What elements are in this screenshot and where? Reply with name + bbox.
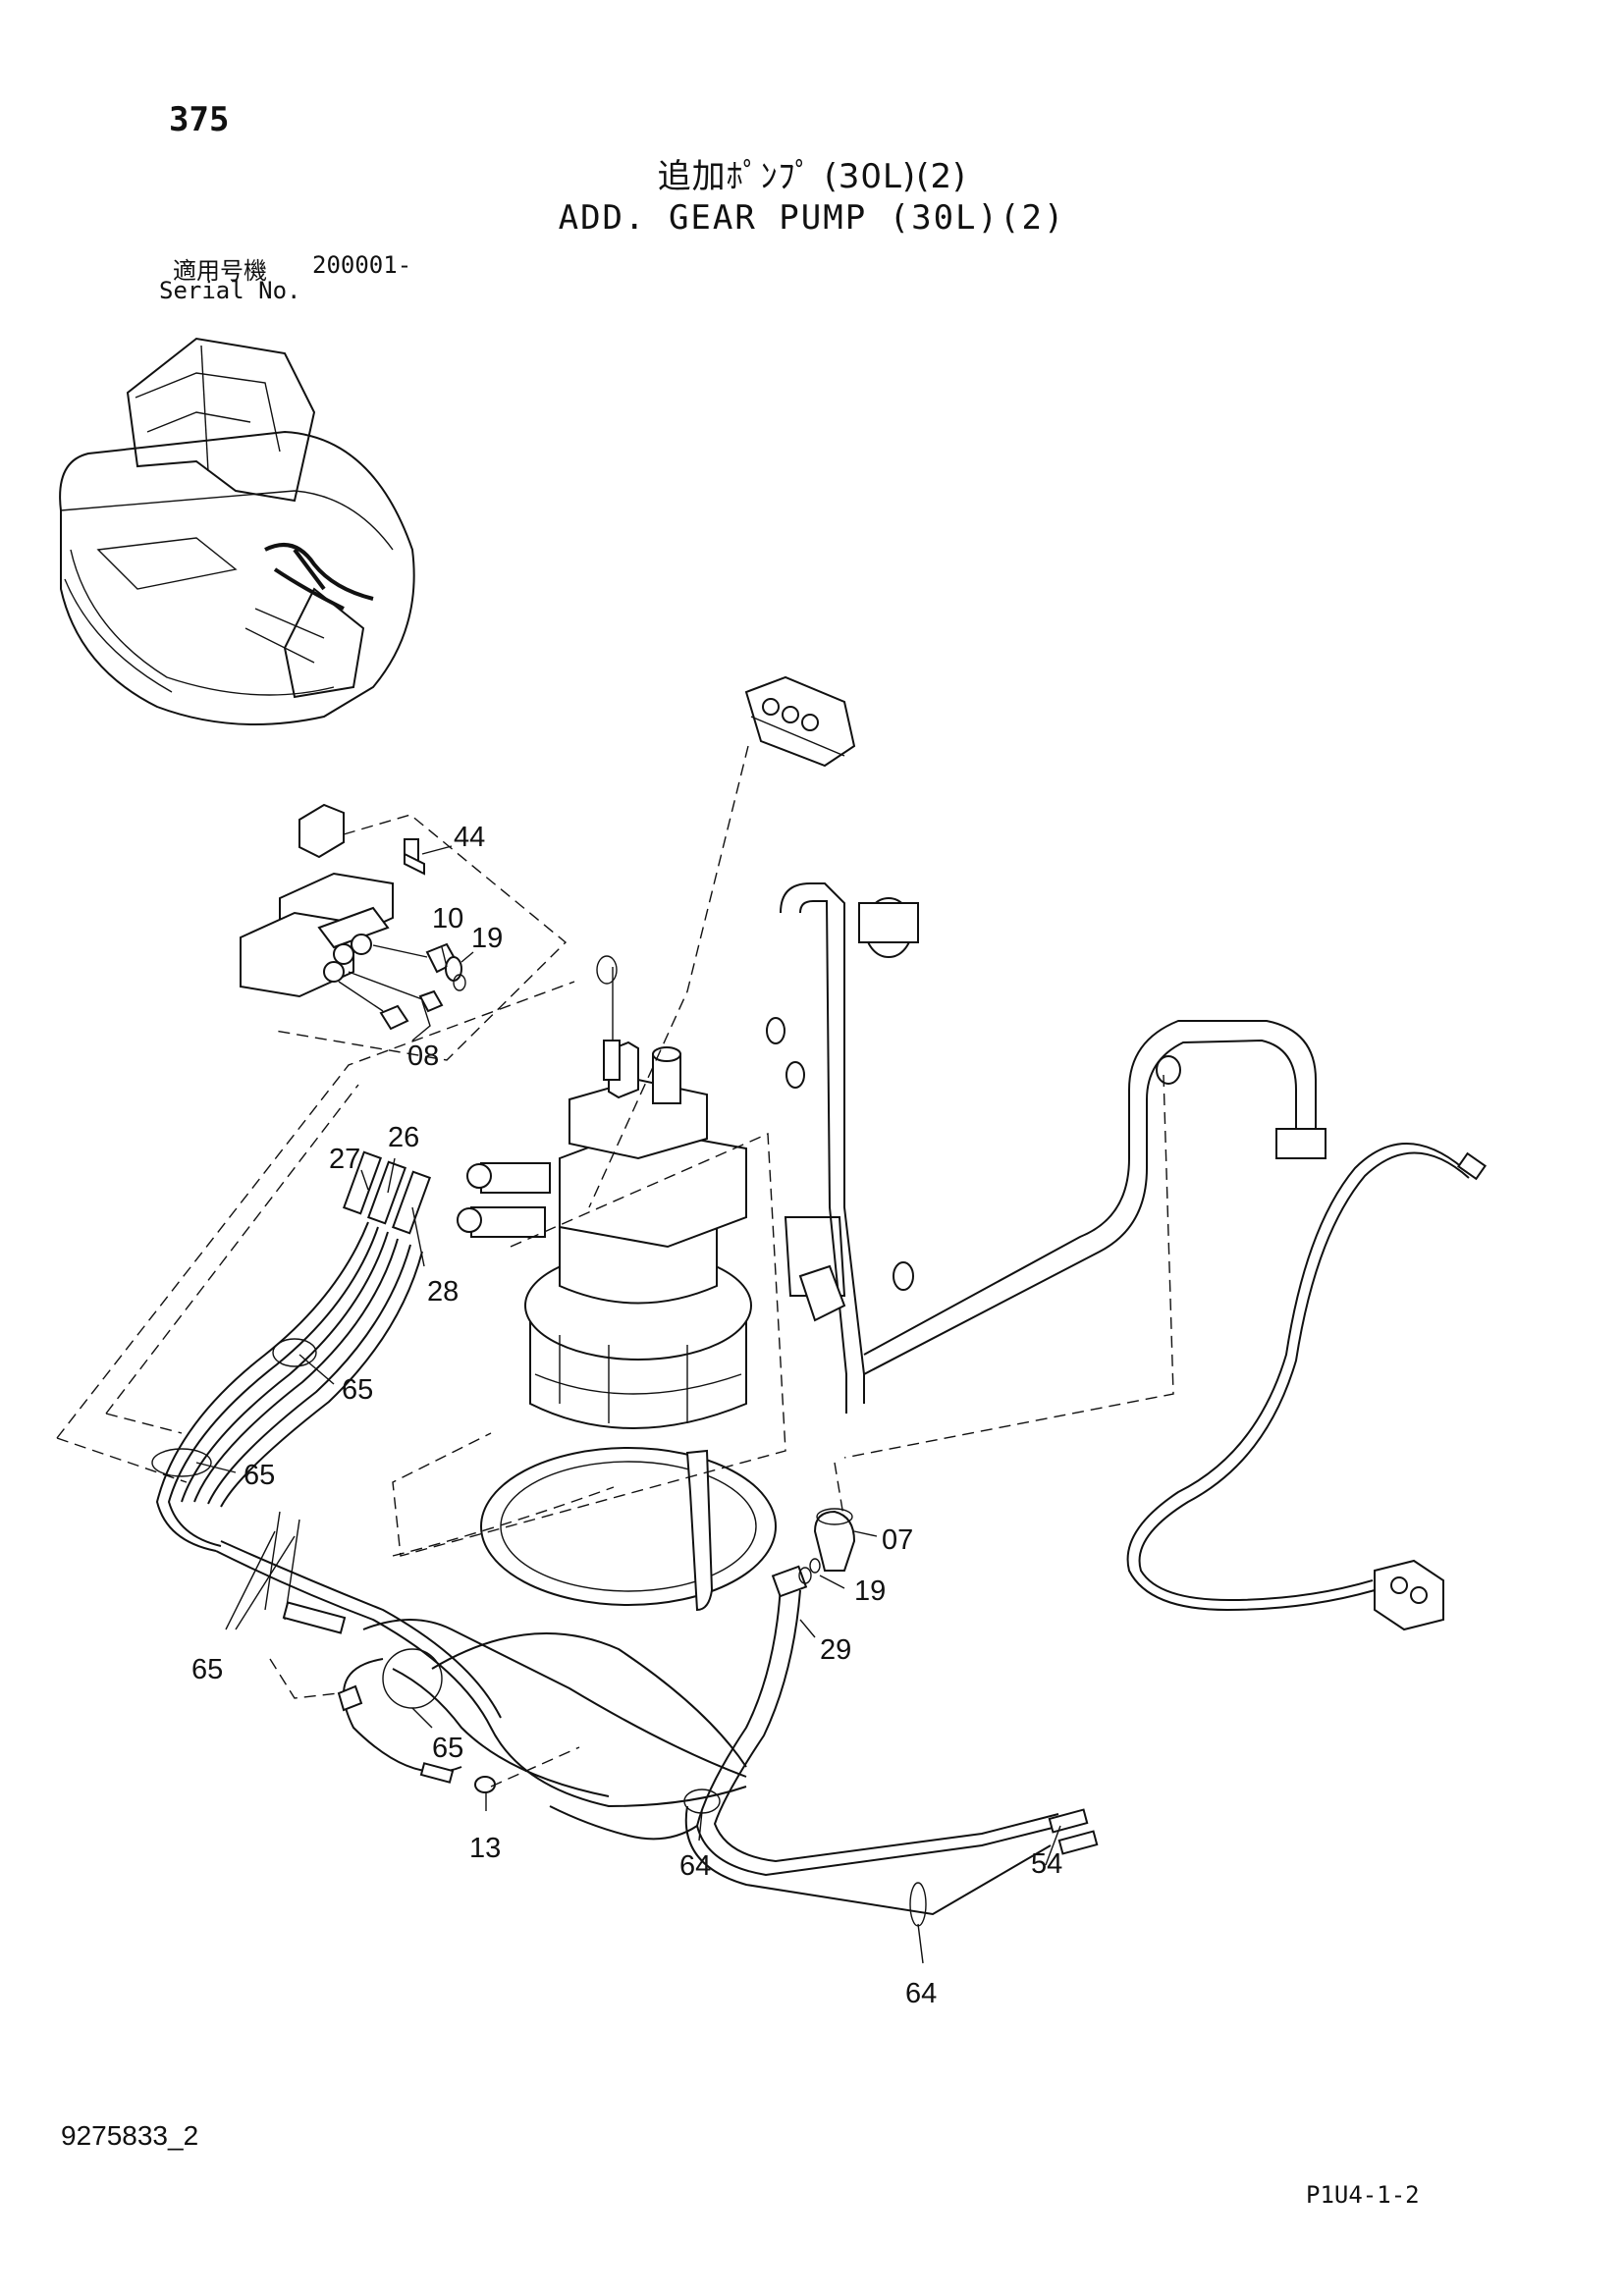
callout-65-middle: 65	[244, 1460, 275, 1491]
motor-dashed-guide	[392, 1132, 786, 1557]
long-hose-right-inner	[1138, 1151, 1470, 1602]
excavator-overview-icon	[59, 337, 415, 725]
callout-26: 26	[388, 1122, 419, 1153]
page-number: 375	[169, 100, 230, 139]
bracket-dashed-guide	[588, 745, 749, 1208]
callout-13: 13	[469, 1833, 501, 1864]
callout-27: 27	[329, 1144, 360, 1175]
title-english: ADD. GEAR PUMP (30L)(2)	[558, 198, 1066, 238]
swing-motor-assembly	[457, 955, 777, 1612]
callout-44: 44	[454, 822, 485, 853]
control-valve-block	[240, 803, 466, 1031]
serial-label-japanese: 適用号機	[173, 257, 267, 285]
callout-08: 08	[407, 1041, 439, 1072]
left-dashed-guide-2	[56, 1437, 188, 1483]
hose-fitting-right	[1457, 1151, 1487, 1181]
callout-29: 29	[820, 1634, 851, 1666]
hose-end-valve	[1374, 1559, 1444, 1631]
long-hose-right	[1126, 1143, 1464, 1612]
serial-label-english: Serial No.	[159, 277, 301, 304]
callout-65-lower: 65	[432, 1733, 463, 1764]
callout-10: 10	[432, 903, 463, 934]
pilot-valve-bracket	[744, 675, 856, 768]
title-japanese: 追加ﾎﾟﾝﾌﾟ (30L)(2)	[657, 157, 967, 196]
left-dashed-guide-4	[105, 1413, 183, 1434]
callout-19-fitting: 19	[854, 1575, 886, 1607]
motor-dashed-guide-2	[392, 1486, 615, 1557]
page-code: P1U4-1-2	[1306, 2181, 1420, 2209]
callout-leaders	[195, 845, 1061, 1964]
callout-65-lower-left: 65	[191, 1654, 223, 1685]
hose-bundle-left	[151, 1150, 747, 1808]
left-dashed-guide	[56, 981, 575, 1439]
callout-65-upper: 65	[342, 1374, 373, 1406]
document-number: 9275833_2	[61, 2120, 199, 2151]
hose-29-54	[549, 1565, 1099, 1927]
hydraulic-pipe-assembly	[766, 882, 1326, 1414]
callout-64-upper: 64	[679, 1850, 711, 1882]
left-dashed-guide-3	[105, 1084, 359, 1415]
callout-54: 54	[1031, 1848, 1062, 1880]
pipe-dashed-guide	[843, 1074, 1174, 1459]
small-dashed-guide	[269, 1658, 340, 1699]
serial-number-value: 200001-	[312, 251, 412, 279]
fittings-07-19	[798, 1508, 856, 1584]
pipe-dashed-guide-2	[834, 1462, 845, 1522]
callout-07: 07	[882, 1524, 913, 1556]
callout-19-valve: 19	[471, 923, 503, 954]
callout-28: 28	[427, 1276, 459, 1308]
callout-64-lower: 64	[905, 1978, 937, 2009]
small-dashed-guide-2	[490, 1746, 580, 1788]
valve-dashed-box	[274, 814, 568, 1061]
